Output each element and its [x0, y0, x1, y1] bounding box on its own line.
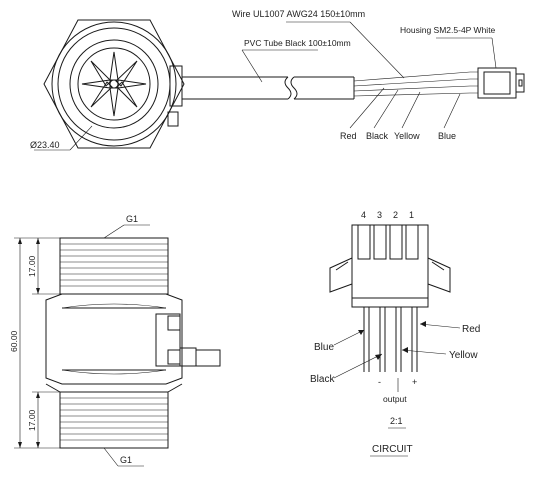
hex-body [45, 293, 183, 385]
hex-nut-outline [43, 19, 185, 149]
circuit-label-black: Black [310, 374, 335, 385]
circuit-blue-arrow [358, 330, 364, 335]
circuit-red-leader [419, 323, 461, 329]
top-thread [59, 237, 169, 295]
pin-number-1: 1 [409, 210, 414, 220]
blue-leader [443, 93, 461, 129]
circuit-scale: 2:1 [390, 416, 403, 426]
housing-leader [491, 37, 497, 69]
pin-number-4: 4 [361, 210, 366, 220]
circuit-label-yellow: Yellow [449, 350, 478, 361]
circuit-wires [363, 307, 418, 372]
inner-ring [69, 39, 159, 129]
housing-label: Housing SM2.5-4P White [400, 25, 496, 35]
wire-color-black: Black [366, 131, 389, 141]
dim-bottom: 17.00 [27, 409, 37, 431]
circuit-plus-sign: + [412, 377, 417, 387]
circuit-title: CIRCUIT [372, 444, 413, 455]
wire-color-yellow: Yellow [394, 131, 420, 141]
circuit-red-arrow [420, 321, 426, 327]
circuit-output-label: output [383, 394, 407, 404]
pin-number-2: 2 [393, 210, 398, 220]
side-view: G1 G1 60.00 17.00 17.00 [9, 214, 221, 467]
circuit-blue-leader [333, 329, 365, 346]
wire-color-red: Red [340, 131, 357, 141]
tube-leader [241, 49, 263, 83]
dim-top: 17.00 [27, 255, 37, 277]
wire-leader [349, 21, 405, 79]
sensor-block [155, 313, 221, 367]
circuit-label-blue: Blue [314, 342, 334, 353]
pvc-tube [182, 76, 355, 100]
diameter-label: Ø23.40 [30, 140, 60, 150]
tube-label: PVC Tube Black 100±10mm [244, 38, 351, 48]
top-view: Wire UL1007 AWG24 150±10mm Housing SM2.5… [30, 9, 525, 151]
pin-number-3: 3 [377, 210, 382, 220]
bottom-thread [45, 383, 183, 449]
middle-ring [57, 27, 171, 141]
wire-color-blue: Blue [438, 131, 456, 141]
thread-label-bottom: G1 [120, 455, 132, 465]
circuit-yellow-leader [401, 349, 447, 355]
dim-total: 60.00 [9, 330, 19, 352]
circuit-black-arrow [375, 354, 382, 360]
circuit-minus-sign: - [378, 377, 381, 387]
thread-label-top: G1 [126, 214, 138, 224]
impeller-icon [81, 51, 147, 117]
g1-top-leader [103, 224, 125, 239]
red-leader [349, 87, 385, 129]
wire-label: Wire UL1007 AWG24 150±10mm [232, 9, 365, 19]
circuit-connector [329, 224, 451, 308]
sensor-tab [169, 65, 183, 107]
connector-housing [477, 67, 525, 99]
circuit-view: 4 3 2 1 Red Blue Yellow Black - + [310, 210, 480, 457]
black-leader [373, 89, 399, 129]
sensor-tab-small [167, 111, 179, 127]
dimension-lines [14, 237, 60, 449]
circuit-label-red: Red [462, 324, 480, 335]
impeller-ring [77, 47, 151, 121]
wire-bundle [353, 71, 478, 97]
diameter-leader [69, 125, 93, 151]
yellow-leader [401, 91, 421, 129]
g1-bottom-leader [103, 447, 119, 467]
outer-ring [51, 21, 177, 147]
circuit-yellow-arrow [402, 347, 408, 353]
circuit-black-leader [333, 353, 383, 379]
